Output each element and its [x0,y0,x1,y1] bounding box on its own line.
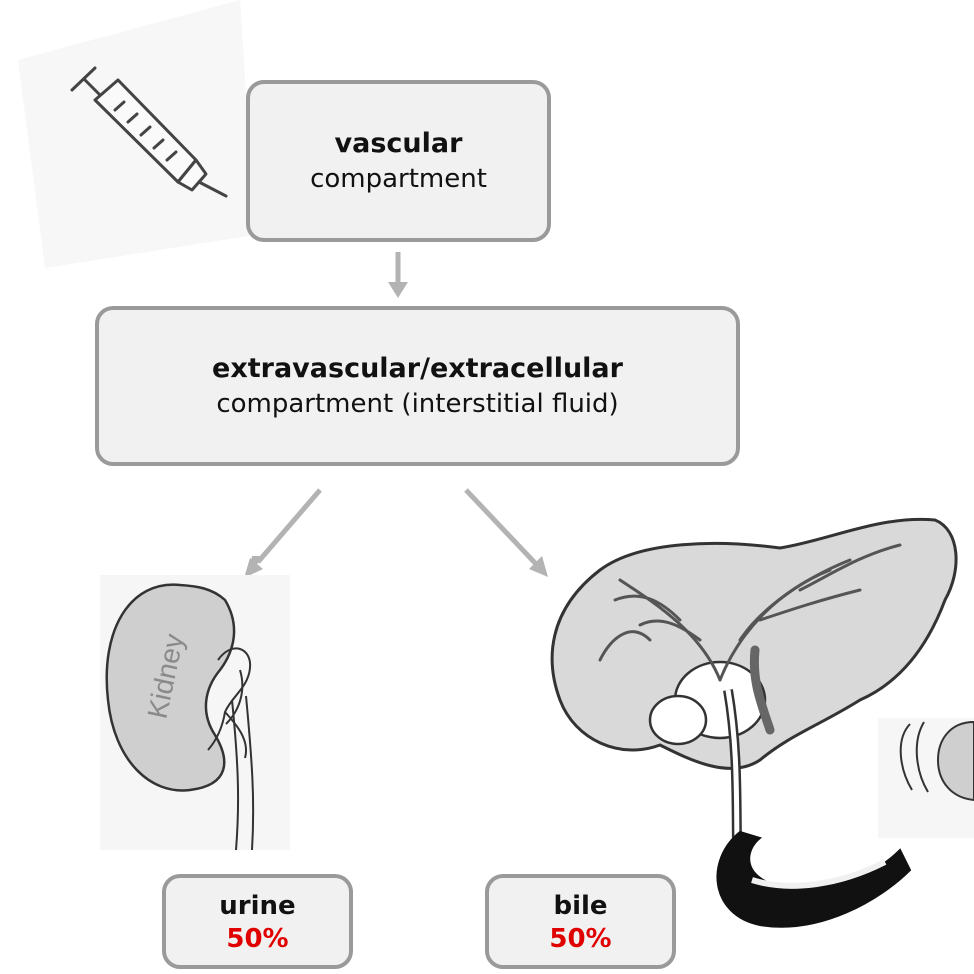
vascular-compartment-box: vascular compartment [246,80,551,242]
urine-box: urine 50% [162,874,353,969]
extravascular-compartment-box: extravascular/extracellular compartment … [95,306,740,466]
bile-percent: 50% [549,923,611,955]
arrow-to-liver [466,490,536,564]
extravascular-subtitle: compartment (interstitial fluid) [216,387,618,421]
extravascular-title: extravascular/extracellular [212,351,623,387]
bile-box: bile 50% [485,874,676,969]
kidney-fragment-icon [878,718,974,838]
vascular-subtitle: compartment [310,162,487,196]
arrow-to-kidney [258,490,320,562]
urine-label: urine [219,889,295,923]
vascular-title: vascular [335,126,463,162]
bile-label: bile [553,889,607,923]
kidney-icon [100,575,290,850]
urine-percent: 50% [226,923,288,955]
